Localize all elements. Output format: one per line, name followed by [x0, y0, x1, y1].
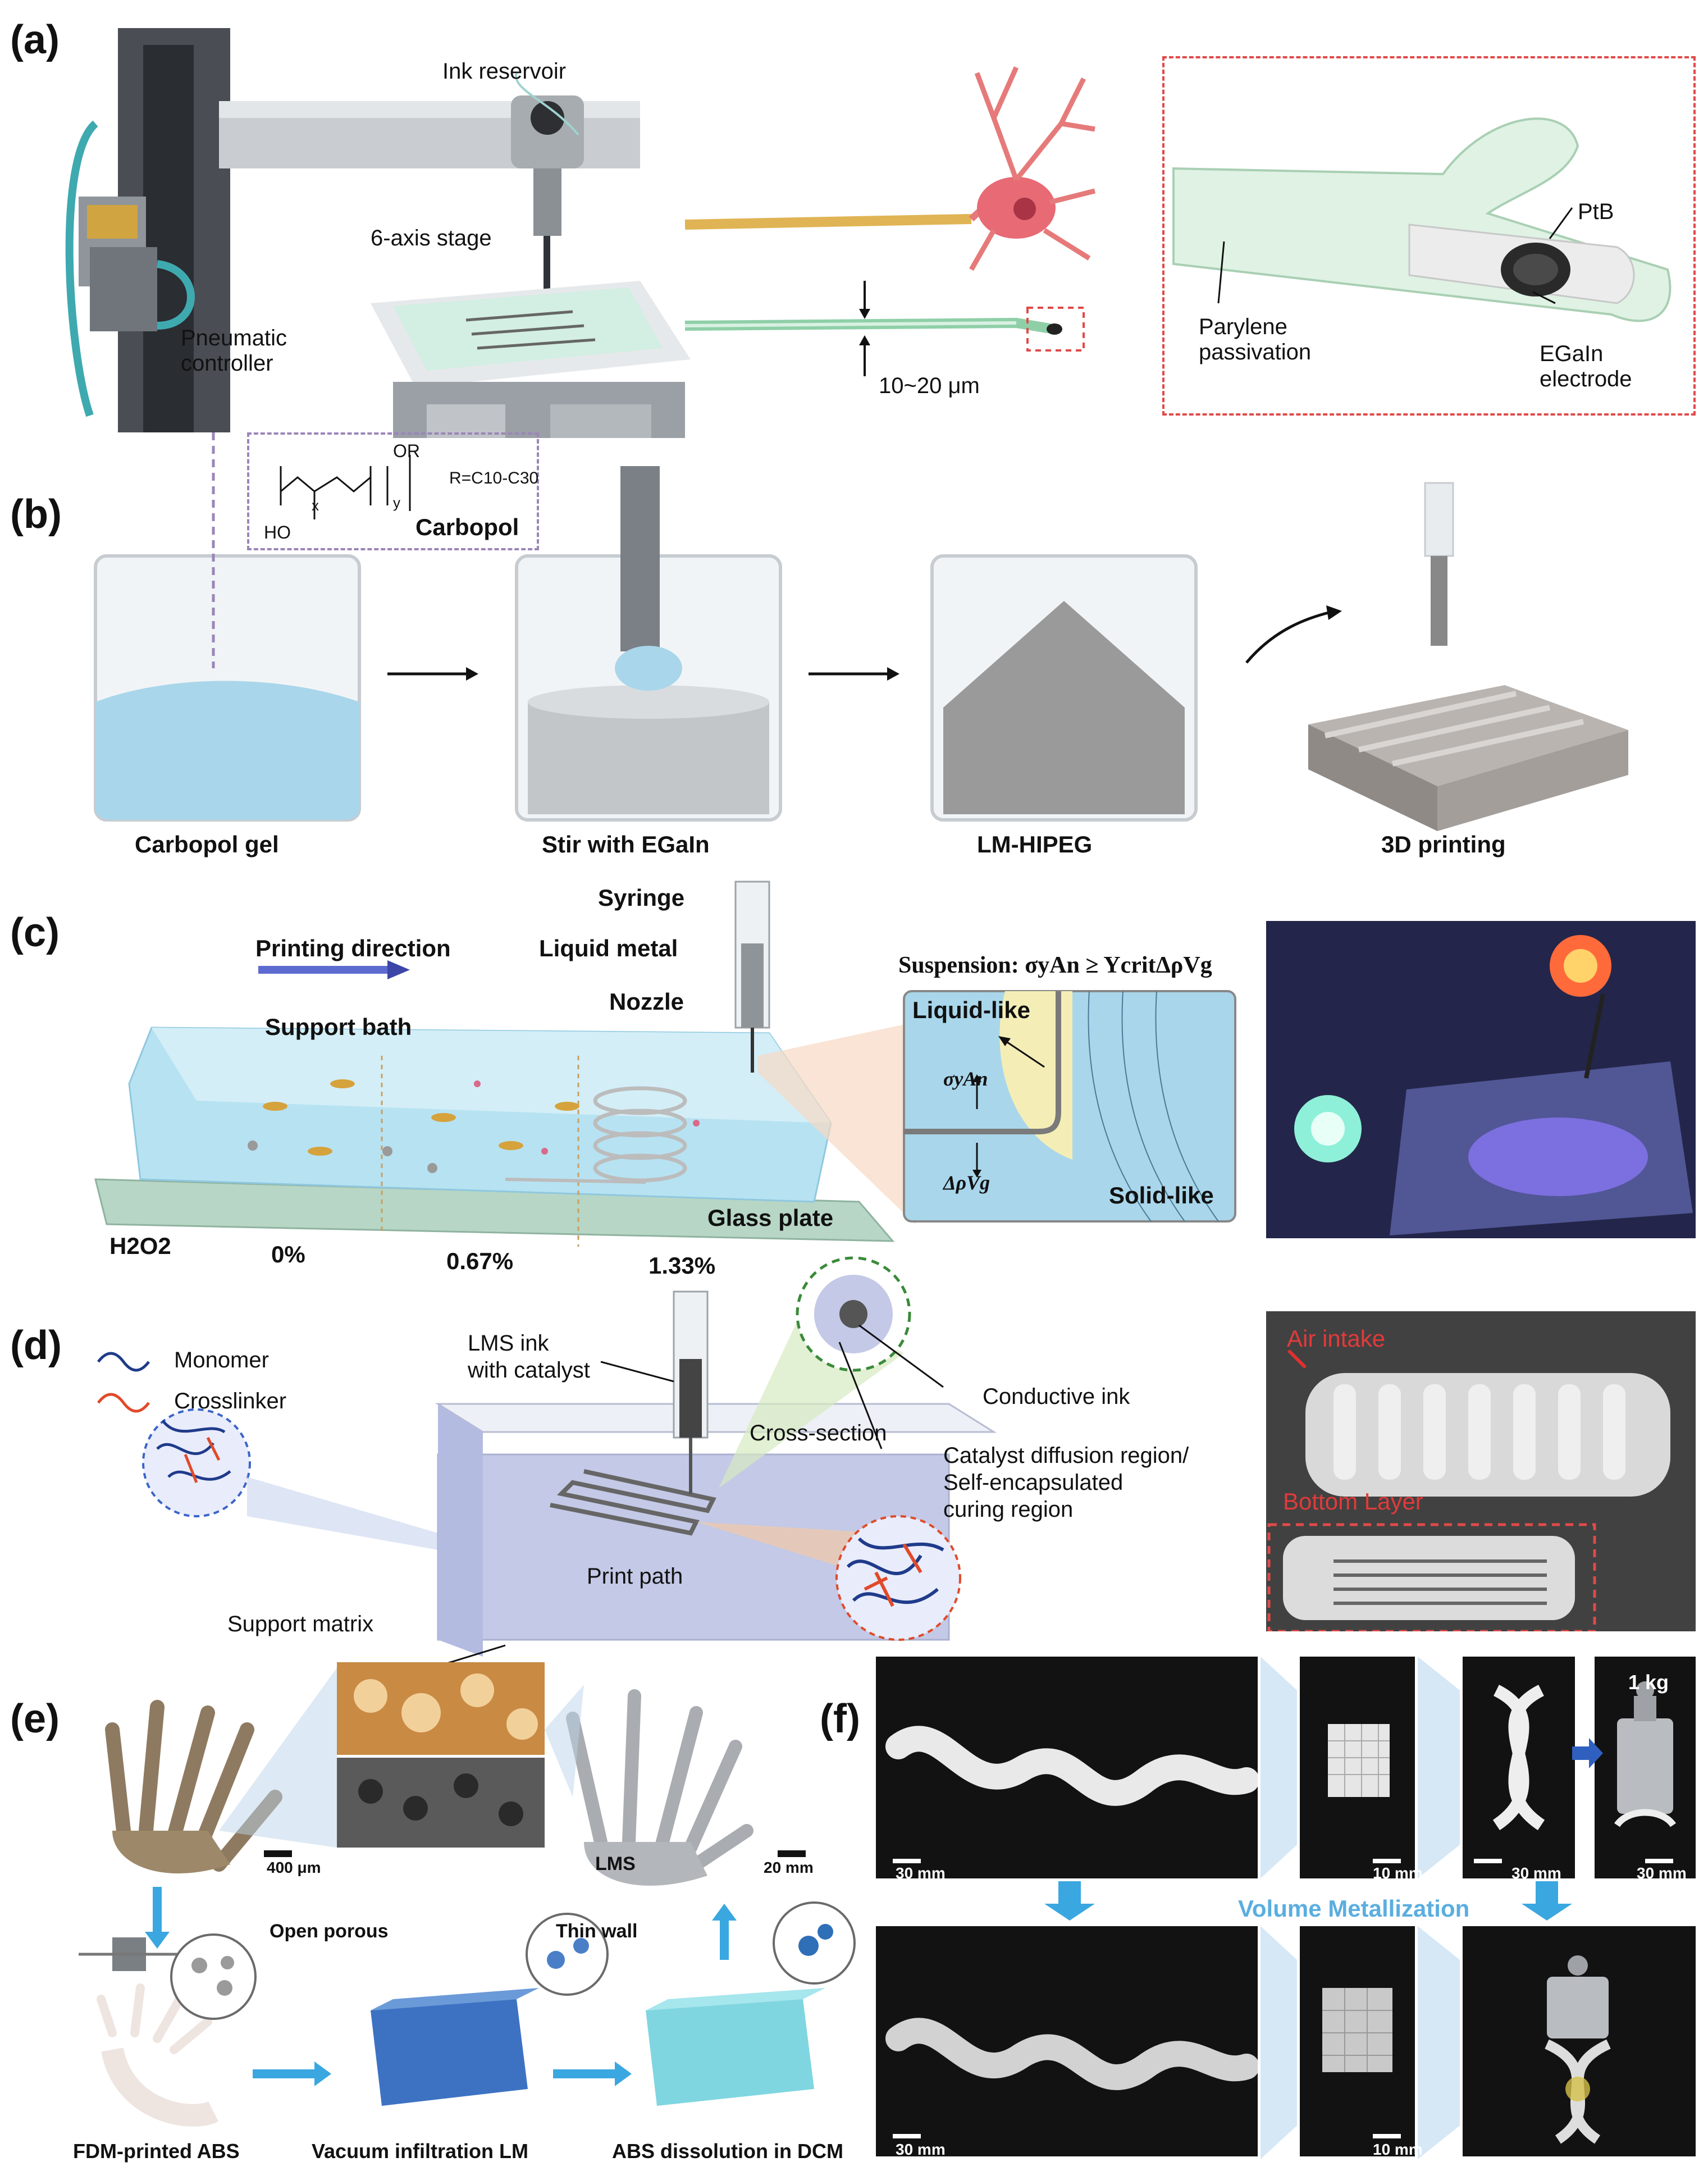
beakers-illustration: [94, 432, 1628, 831]
concentration-1: 0.67%: [446, 1248, 514, 1274]
dimension-label: 10~20 μm: [879, 373, 980, 398]
pneumatic-label: Pneumatic: [181, 326, 287, 350]
metallized-helix-photo: [1463, 1926, 1696, 2156]
suspension-equation: Suspension: σyAn ≥ YcritΔρVg: [898, 952, 1212, 978]
or-group: OR: [393, 441, 420, 461]
printer-illustration: [65, 28, 691, 438]
f-scale-helix: 30 mm: [1511, 1864, 1561, 1882]
hand-lattice-illustration: [79, 1662, 856, 2127]
conductive-ink-label: Conductive ink: [983, 1384, 1130, 1409]
f-scale-dragon-top: 30 mm: [896, 1864, 946, 1882]
sigma-label: σyAn: [943, 1068, 988, 1090]
egain-label-1: EGaIn: [1540, 341, 1604, 366]
syringe-label: Syringe: [598, 884, 685, 911]
step-abs-dissolution: ABS dissolution in DCM: [612, 2140, 843, 2163]
suspension-inset: [903, 990, 1236, 1223]
scale-400um: 400 μm: [267, 1859, 321, 1876]
weight-photo: [1595, 1657, 1696, 1878]
h2o2-label: H2O2: [109, 1233, 171, 1259]
cross-section-label: Cross-section: [750, 1421, 887, 1445]
egain-label-2: electrode: [1540, 367, 1632, 391]
concentration-0: 0%: [271, 1241, 305, 1267]
panel-b-label: (b): [10, 492, 62, 537]
catalyst-label-2: Self-encapsulated: [943, 1470, 1124, 1495]
thin-wall-label: Thin wall: [556, 1921, 638, 1942]
f-scale-weight: 30 mm: [1637, 1864, 1687, 1882]
ptb-label: PtB: [1578, 199, 1614, 224]
step-stir-egain: Stir with EGaIn: [542, 831, 710, 858]
ho-group: HO: [264, 522, 291, 542]
panel-d-label: (d): [10, 1323, 62, 1368]
crosslinker-legend-wave: [97, 1393, 150, 1413]
catalyst-label-3: curing region: [943, 1497, 1074, 1522]
print-path-label: Print path: [587, 1564, 683, 1589]
electrode-tip-drawing: [1172, 117, 1672, 322]
panel-e-label: (e): [10, 1696, 60, 1741]
parylene-label-1: Parylene: [1199, 314, 1287, 339]
delta-label: ΔρVg: [943, 1171, 990, 1194]
f-scale-grid-top: 10 mm: [1373, 1864, 1423, 1882]
carbopol-structure: [280, 455, 411, 519]
catalyst-label-1: Catalyst diffusion region/: [943, 1443, 1189, 1468]
controller-label: controller: [181, 351, 273, 376]
lms-ink-label-2: with catalyst: [468, 1358, 590, 1383]
step-3d-printing: 3D printing: [1381, 831, 1506, 858]
support-matrix-label: Support matrix: [227, 1612, 374, 1636]
lms-label: LMS: [595, 1853, 636, 1874]
parylene-label-2: passivation: [1199, 340, 1312, 364]
carbopol-name: Carbopol: [415, 514, 519, 540]
sub-x: x: [312, 497, 319, 514]
grid-photo-after: [1300, 1926, 1415, 2156]
panel-c-label: (c): [10, 910, 60, 955]
dragon-photo-after: [876, 1926, 1258, 2156]
monomer-legend-wave: [97, 1352, 150, 1372]
panel-f-connectors: [1044, 1657, 1603, 2159]
ink-reservoir-label: Ink reservoir: [442, 59, 567, 84]
support-bath-label: Support bath: [265, 1014, 412, 1040]
air-intake-label: Air intake: [1287, 1325, 1386, 1352]
solid-like-label: Solid-like: [1109, 1182, 1214, 1208]
panel-f-label: (f): [820, 1696, 860, 1741]
step-vacuum-infiltration: Vacuum infiltration LM: [312, 2140, 529, 2163]
monomer-label: Monomer: [174, 1348, 269, 1372]
volume-metallization-label: Volume Metallization: [1238, 1895, 1470, 1922]
step-lm-hipeg: LM-HIPEG: [977, 831, 1093, 858]
glass-plate-label: Glass plate: [707, 1205, 834, 1231]
open-porous-label: Open porous: [270, 1921, 389, 1942]
f-scale-dragon-bottom: 30 mm: [896, 2141, 946, 2158]
panel-a-label: (a): [10, 17, 60, 62]
neuron-illustration: [684, 66, 1096, 376]
liquid-metal-label: Liquid metal: [539, 935, 678, 961]
lms-ink-label-1: LMS ink: [468, 1331, 549, 1356]
weight-label: 1 kg: [1628, 1671, 1669, 1694]
grid-photo-before: [1300, 1657, 1415, 1878]
support-bath-illustration: [94, 881, 915, 1247]
helix-photo: [1463, 1657, 1575, 1878]
scale-20mm: 20 mm: [764, 1859, 814, 1876]
stage-label: 6-axis stage: [371, 226, 492, 250]
nozzle-label: Nozzle: [609, 988, 684, 1015]
r-group: R=C10-C30: [449, 469, 539, 487]
bottom-layer-label: Bottom Layer: [1283, 1488, 1423, 1515]
support-matrix-illustration: [142, 1256, 997, 1691]
dragon-photo-before: [876, 1657, 1258, 1878]
concentration-2: 1.33%: [649, 1252, 716, 1279]
printing-direction-label: Printing direction: [255, 935, 451, 961]
step-carbopol-gel: Carbopol gel: [135, 831, 279, 858]
led-photo: [1266, 921, 1696, 1238]
liquid-like-label: Liquid-like: [912, 997, 1030, 1023]
carbopol-structure-box: [247, 432, 539, 550]
sub-y: y: [393, 494, 400, 511]
step-fdm-printed-abs: FDM-printed ABS: [73, 2140, 240, 2163]
actuator-photo: [1266, 1311, 1696, 1631]
f-scale-grid-bottom: 10 mm: [1373, 2141, 1423, 2158]
